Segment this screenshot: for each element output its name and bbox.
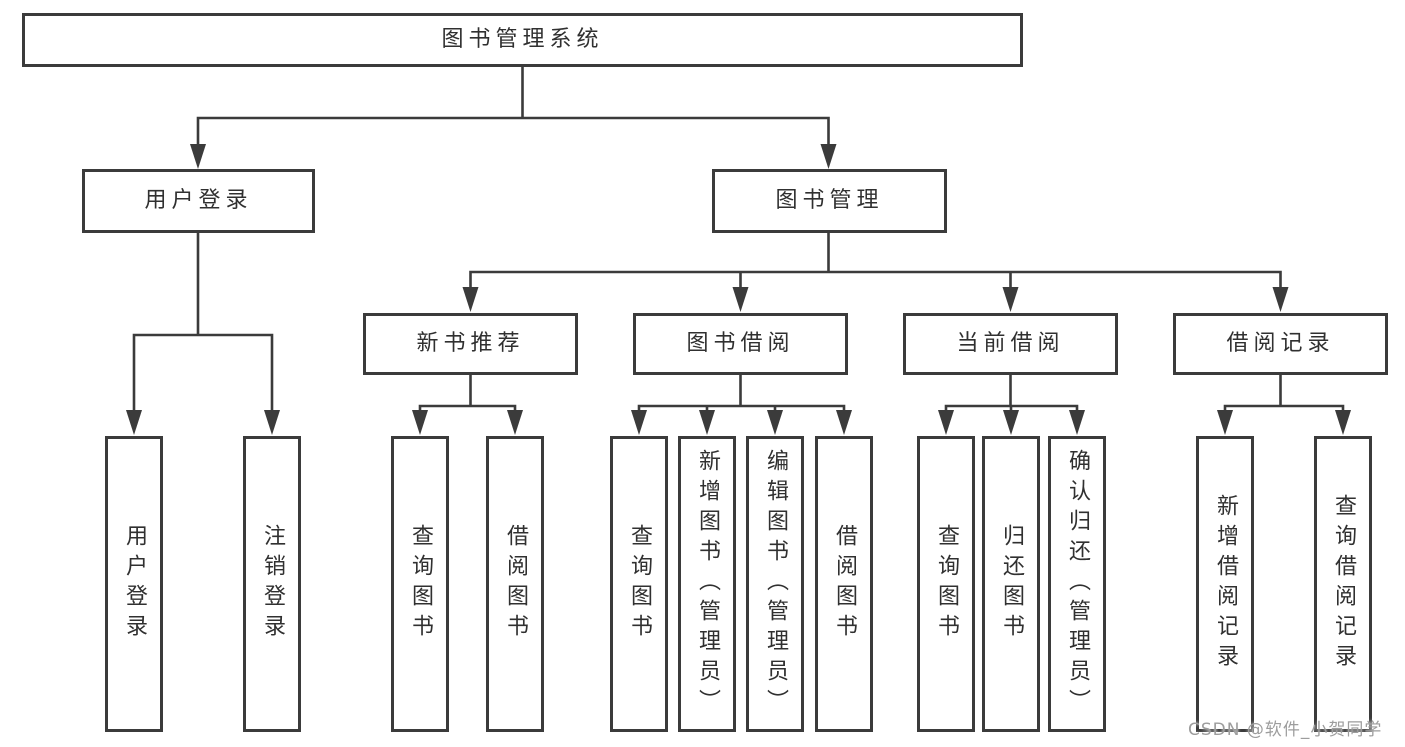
- node-current-borrowing: 当前借阅: [903, 313, 1118, 375]
- arrowhead-icon: [412, 410, 428, 435]
- arrowhead-icon: [507, 410, 523, 435]
- node-book-management: 图书管理: [712, 169, 947, 233]
- arrowhead-icon: [1272, 287, 1289, 312]
- arrowhead-icon: [1069, 410, 1085, 435]
- node-new-book-recommendation: 新书推荐: [363, 313, 578, 375]
- arrowhead-icon: [820, 144, 837, 169]
- leaf-add-borrow-record: 新增借阅记录: [1196, 436, 1254, 732]
- node-user-login: 用户登录: [82, 169, 315, 233]
- arrowhead-icon: [1002, 287, 1019, 312]
- arrowhead-icon: [767, 410, 783, 435]
- arrowhead-icon: [1217, 410, 1233, 435]
- arrowhead-icon: [264, 410, 280, 435]
- leaf-query-borrow-record: 查询借阅记录: [1314, 436, 1372, 732]
- arrowhead-icon: [190, 144, 206, 169]
- leaf-return-books: 归还图书: [982, 436, 1040, 732]
- leaf-confirm-return-admin: 确认归还（管理员）: [1048, 436, 1106, 732]
- node-borrowing-records: 借阅记录: [1173, 313, 1388, 375]
- arrowhead-icon: [836, 410, 852, 435]
- leaf-query-books-current: 查询图书: [917, 436, 975, 732]
- leaf-borrow-books-recommend: 借阅图书: [486, 436, 544, 732]
- leaf-query-books-recommend: 查询图书: [391, 436, 449, 732]
- arrowhead-icon: [1335, 410, 1351, 435]
- leaf-user-login: 用户登录: [105, 436, 163, 732]
- arrowhead-icon: [938, 410, 954, 435]
- node-book-borrowing: 图书借阅: [633, 313, 848, 375]
- node-library-management-system: 图书管理系统: [22, 13, 1023, 67]
- arrowhead-icon: [631, 410, 647, 435]
- leaf-borrow-books: 借阅图书: [815, 436, 873, 732]
- csdn-watermark: CSDN @软件_小贺同学: [1188, 720, 1383, 740]
- leaf-add-books-admin: 新增图书（管理员）: [678, 436, 736, 732]
- leaf-query-books-borrowing: 查询图书: [610, 436, 668, 732]
- arrowhead-icon: [1003, 410, 1019, 435]
- leaf-logout: 注销登录: [243, 436, 301, 732]
- arrowhead-icon: [732, 287, 749, 312]
- leaf-edit-books-admin: 编辑图书（管理员）: [746, 436, 804, 732]
- arrowhead-icon: [126, 410, 142, 435]
- arrowhead-icon: [699, 410, 715, 435]
- arrowhead-icon: [462, 287, 479, 312]
